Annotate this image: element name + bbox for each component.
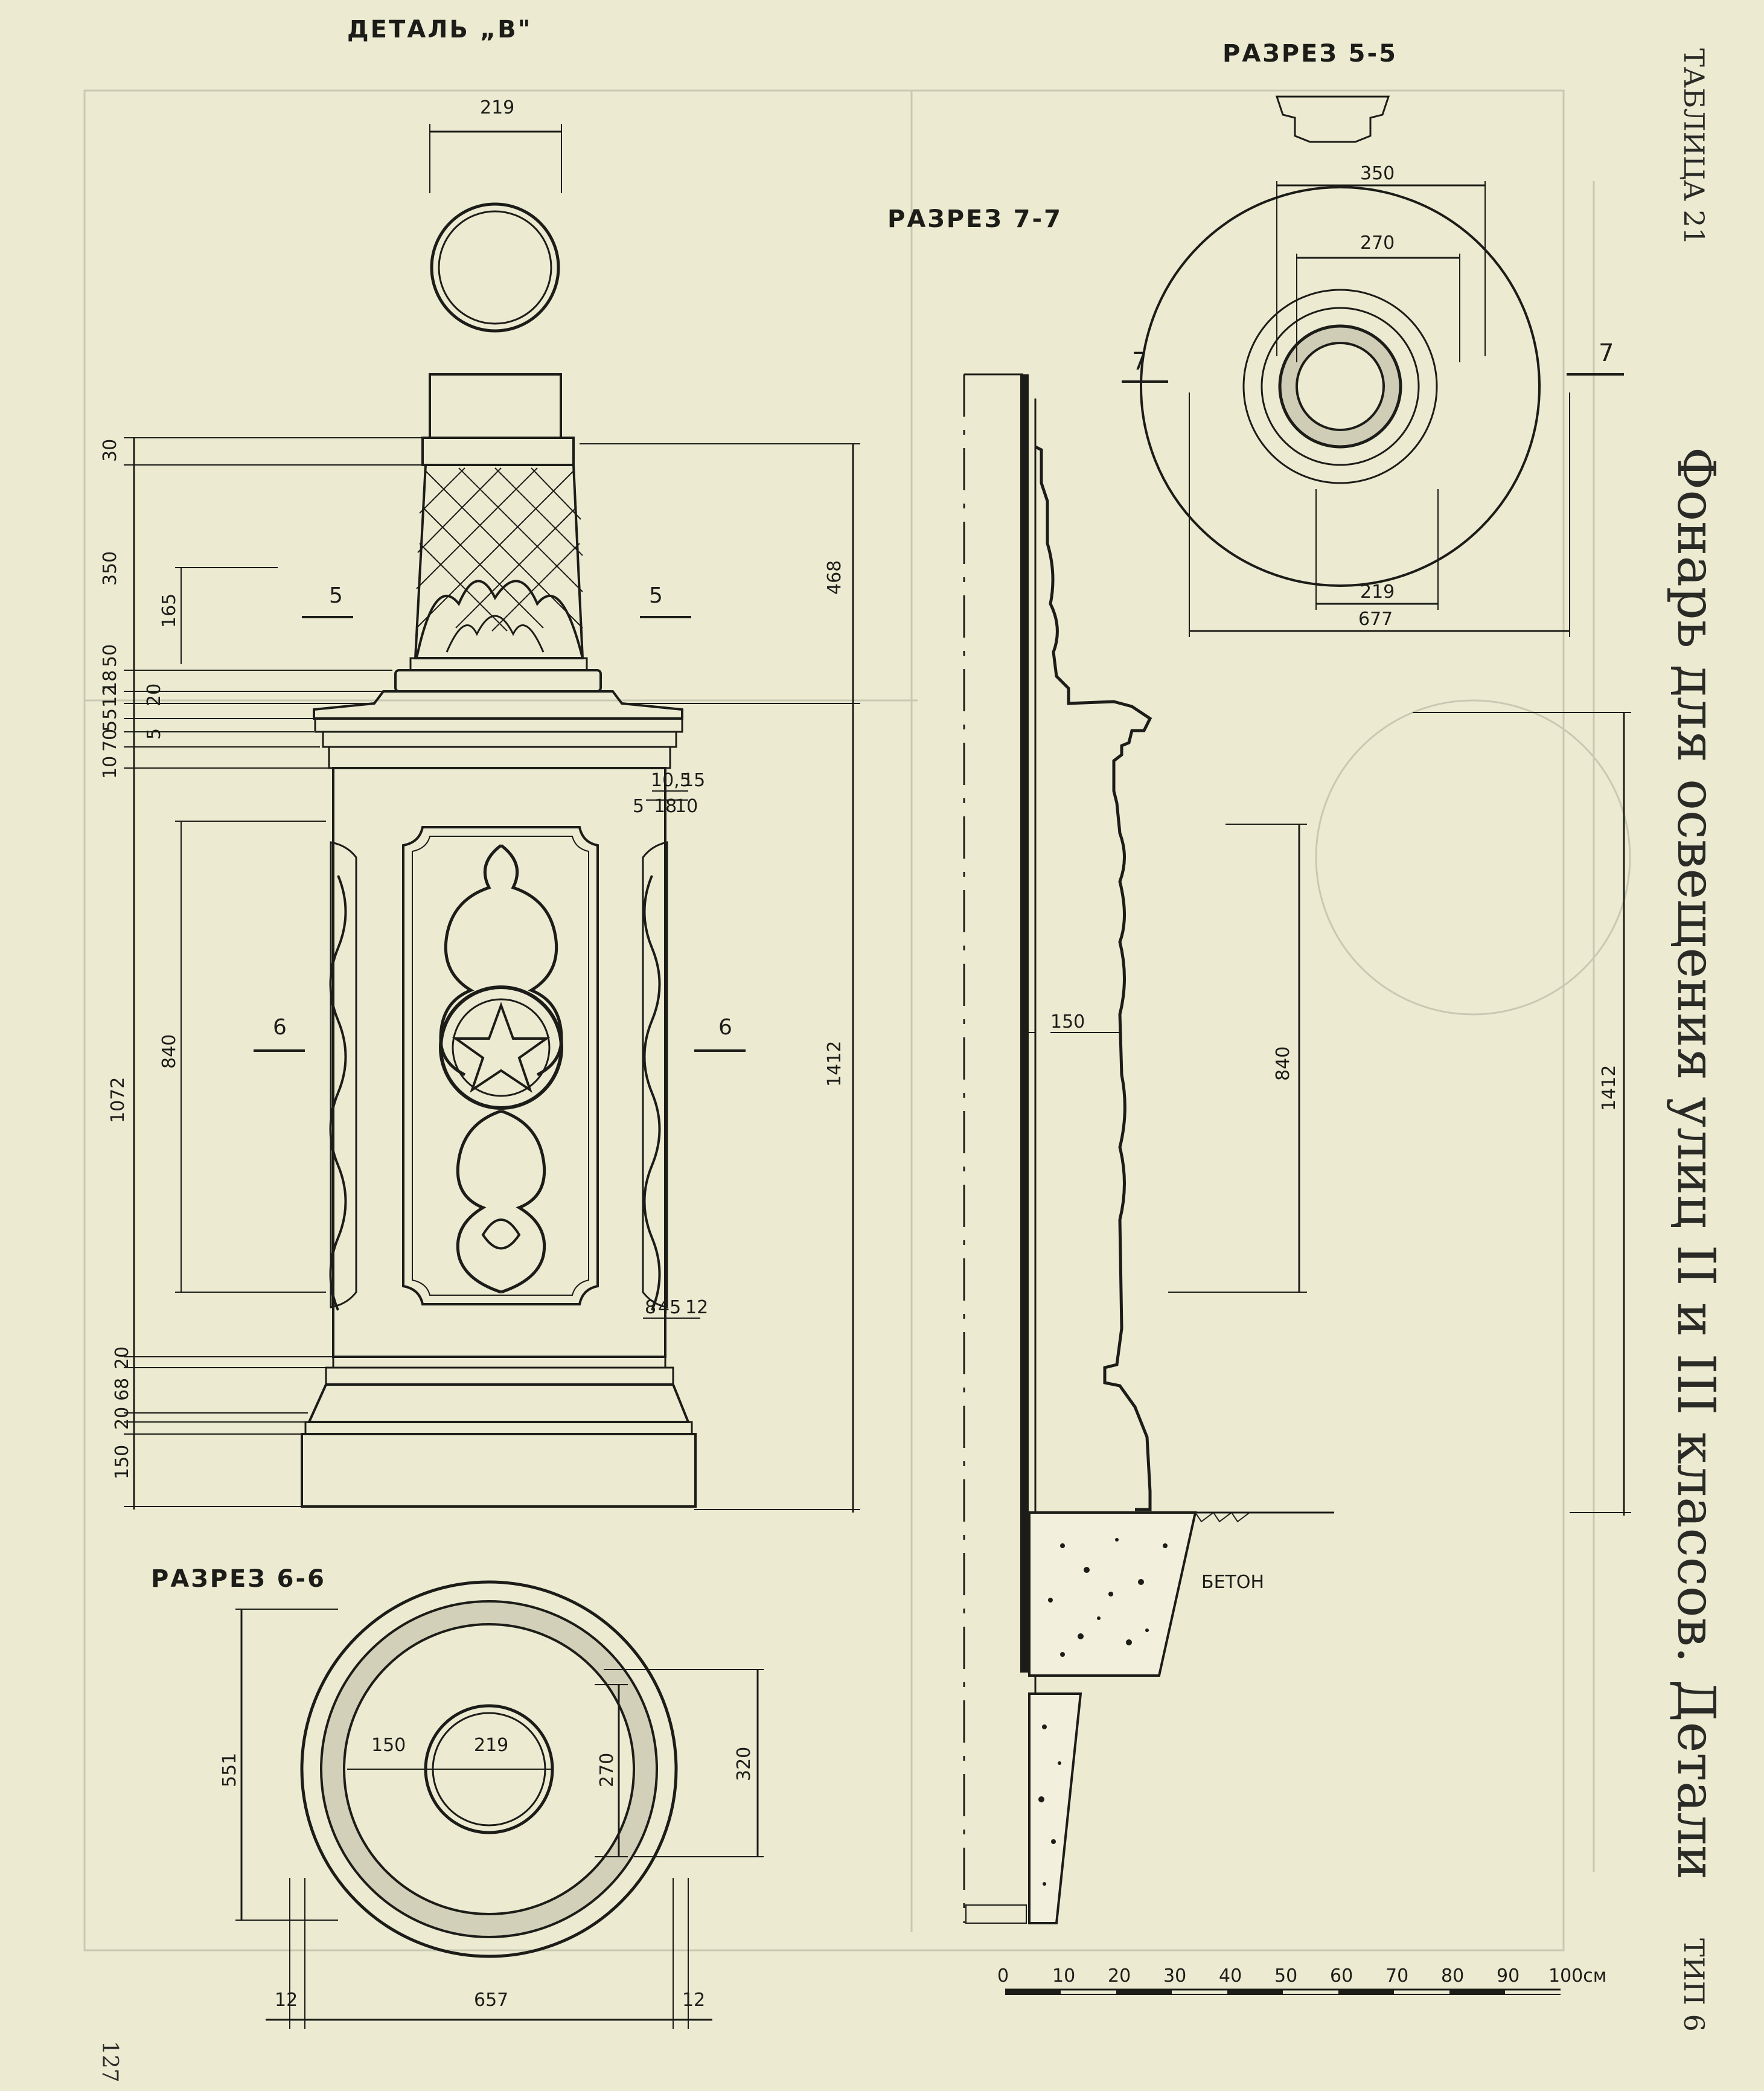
scale-label-80: 80 bbox=[1441, 1965, 1464, 1987]
scale-label-90: 90 bbox=[1497, 1965, 1520, 1987]
type-label: ТИП 6 bbox=[1678, 1938, 1710, 2032]
dim-left-18: 18 bbox=[100, 670, 121, 693]
side-margin: ТАБЛИЦА 21 Фонарь для освещения улиц II … bbox=[97, 48, 1726, 2083]
cornice-dimensions: 10,5 15 5 18 10 8 45 12 bbox=[633, 770, 708, 1319]
dim-left-165: 165 bbox=[159, 594, 180, 628]
scale-bar: 0 10 20 30 40 50 60 70 80 90 100см bbox=[997, 1965, 1606, 1995]
scale-label-20: 20 bbox=[1108, 1965, 1131, 1987]
cut-mark-5-left: 5 bbox=[329, 583, 343, 608]
dim-cornice-18: 18 bbox=[654, 796, 677, 817]
section-77-profile bbox=[1034, 445, 1152, 1511]
dim-s55-677: 677 bbox=[1358, 609, 1393, 630]
dim-s66-320: 320 bbox=[733, 1747, 755, 1781]
cornice bbox=[313, 690, 683, 720]
dim-base-8: 8 bbox=[645, 1297, 656, 1318]
dim-s77-840: 840 bbox=[1273, 1046, 1294, 1081]
section-6-6: РАЗРЕЗ 6-6 551 150 219 270 320 657 12 12 bbox=[151, 1565, 764, 2029]
dim-s77-150: 150 bbox=[1050, 1011, 1085, 1033]
dim-left-20: 20 bbox=[144, 684, 165, 706]
dim-right-1412: 1412 bbox=[824, 1041, 845, 1087]
scale-label-60: 60 bbox=[1330, 1965, 1353, 1987]
section-66-title: РАЗРЕЗ 6-6 bbox=[151, 1565, 326, 1593]
dim-cornice-10: 10 bbox=[675, 796, 698, 817]
post-shaft bbox=[332, 767, 666, 1358]
scale-label-40: 40 bbox=[1219, 1965, 1242, 1987]
dim-s55-219: 219 bbox=[1360, 581, 1395, 603]
panel-ornament bbox=[439, 844, 563, 1294]
dim-left-70: 70 bbox=[100, 729, 121, 752]
scale-label-70: 70 bbox=[1385, 1965, 1408, 1987]
dim-left-12: 12 bbox=[100, 685, 121, 708]
dim-left-68: 68 bbox=[112, 1378, 133, 1401]
scale-label-100: 100см bbox=[1548, 1965, 1606, 1987]
dim-s66-657: 657 bbox=[474, 1990, 508, 2011]
dim-s66-551: 551 bbox=[219, 1753, 240, 1787]
scale-label-10: 10 bbox=[1052, 1965, 1075, 1987]
pipe-stub bbox=[429, 373, 562, 439]
dim-cornice-15: 15 bbox=[682, 770, 705, 791]
concrete-footing-lower bbox=[1028, 1692, 1082, 1924]
dim-left-30: 30 bbox=[100, 439, 121, 462]
dim-left-350: 350 bbox=[100, 551, 121, 586]
dim-cornice-5: 5 bbox=[633, 796, 644, 817]
dim-left-5b: 5 bbox=[100, 720, 121, 732]
dim-s66-270: 270 bbox=[596, 1753, 618, 1787]
table-label: ТАБЛИЦА 21 bbox=[1678, 48, 1710, 245]
pipe-ring-top bbox=[430, 202, 560, 333]
page-number: 127 bbox=[97, 2041, 122, 2083]
capital-collar bbox=[421, 437, 575, 466]
detail-b-title: ДЕТАЛЬ „В" bbox=[347, 16, 532, 43]
right-dimension-chain: 468 1412 bbox=[580, 443, 860, 1513]
scale-label-0: 0 bbox=[997, 1965, 1009, 1987]
dim-s66-150: 150 bbox=[371, 1735, 406, 1756]
dim-left-50: 50 bbox=[100, 644, 121, 667]
capital-lattice-body bbox=[414, 464, 584, 659]
concrete-label: БЕТОН bbox=[1201, 1572, 1264, 1593]
section-5-5: РАЗРЕЗ 5-5 350 270 219 677 7 bbox=[1140, 40, 1624, 637]
section-66-outer-circle bbox=[300, 1580, 678, 1958]
dim-s66-12a: 12 bbox=[275, 1990, 298, 2011]
cut-mark-5-right: 5 bbox=[649, 583, 663, 608]
dim-left-150: 150 bbox=[112, 1445, 133, 1479]
scale-label-50: 50 bbox=[1274, 1965, 1297, 1987]
dim-left-5a: 5 bbox=[100, 708, 121, 720]
dim-base-12: 12 bbox=[685, 1297, 708, 1318]
dim-s55-270: 270 bbox=[1360, 232, 1395, 254]
cut-mark-7-right: 7 bbox=[1599, 339, 1614, 367]
sheet-title: Фонарь для освещения улиц II и III класс… bbox=[1666, 447, 1726, 1880]
dim-left-5c: 5 bbox=[144, 728, 165, 740]
bleed-through-lines bbox=[83, 89, 1631, 1952]
dim-right-468: 468 bbox=[824, 560, 845, 595]
dim-s55-350: 350 bbox=[1360, 163, 1395, 184]
left-dimension-chain: 30 350 165 50 18 12 5 5 20 70 10 5 840 1… bbox=[100, 437, 423, 1510]
cut-mark-6-left: 6 bbox=[273, 1015, 287, 1040]
section-77-title: РАЗРЕЗ 7-7 bbox=[887, 205, 1063, 233]
dim-left-840: 840 bbox=[159, 1034, 180, 1069]
dim-left-20b: 20 bbox=[112, 1347, 133, 1369]
dim-base-45: 45 bbox=[658, 1297, 681, 1318]
dim-top-219: 219 bbox=[480, 97, 514, 118]
dim-left-10: 10 bbox=[100, 756, 121, 779]
scale-label-30: 30 bbox=[1163, 1965, 1186, 1987]
section-55-title: РАЗРЕЗ 5-5 bbox=[1222, 40, 1398, 68]
dim-s66-12b: 12 bbox=[682, 1990, 705, 2011]
post-plinth bbox=[301, 1433, 697, 1508]
section-55-outer-circle bbox=[1140, 186, 1541, 587]
dim-s77-1412: 1412 bbox=[1599, 1065, 1620, 1111]
dim-left-20c: 20 bbox=[112, 1407, 133, 1430]
dim-cornice-10-5: 10,5 bbox=[651, 770, 691, 791]
center-panel bbox=[402, 826, 599, 1305]
cut-mark-6-right: 6 bbox=[718, 1015, 732, 1040]
dim-s66-219: 219 bbox=[474, 1735, 508, 1756]
dim-left-1072: 1072 bbox=[107, 1077, 129, 1123]
section-7-7: РАЗРЕЗ 7-7 150 БЕТОН 840 bbox=[887, 205, 1631, 1924]
detail-b-elevation: ДЕТАЛЬ „В" 219 bbox=[100, 16, 860, 1513]
